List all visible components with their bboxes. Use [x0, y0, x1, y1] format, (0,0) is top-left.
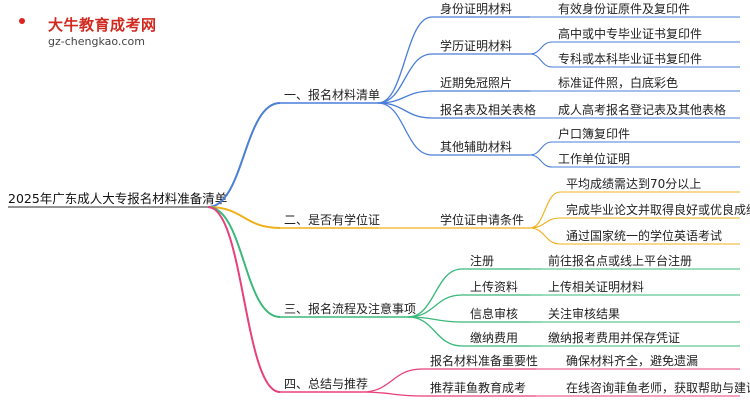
leaf-node: 缴纳报考费用并保存凭证	[548, 330, 680, 345]
child-connector	[361, 391, 423, 397]
child-connector	[377, 53, 433, 104]
leaf-node: 有效身份证原件及复印件	[558, 1, 690, 16]
logo-url: gz-chengkao.com	[48, 35, 145, 48]
child-node: 上传资料	[470, 279, 518, 294]
child-node: 报名材料准备重要性	[430, 353, 538, 368]
child-connector	[377, 16, 433, 104]
child-node: 报名表及相关表格	[440, 102, 536, 117]
branch-connector	[207, 206, 281, 318]
logo-mark-icon	[16, 12, 46, 48]
leaf-node: 平均成绩需达到70分以上	[566, 177, 701, 191]
leaf-connector	[529, 191, 561, 229]
leaf-node: 完成毕业论文并取得良好或优良成绩	[566, 202, 750, 217]
leaf-node: 上传相关证明材料	[548, 279, 644, 294]
leaf-node: 工作单位证明	[558, 151, 630, 166]
leaf-node: 关注审核结果	[548, 306, 620, 321]
child-connector	[377, 102, 433, 119]
leaf-node: 通过国家统一的学位英语考试	[566, 228, 722, 243]
root-node: 2025年广东成人大专报名材料准备清单	[8, 191, 227, 206]
leaf-node: 户口簿复印件	[558, 126, 630, 141]
child-connector	[377, 102, 433, 156]
leaf-connector	[529, 217, 561, 229]
child-node: 学历证明材料	[440, 38, 512, 53]
leaf-node: 专科或本科毕业证书复印件	[558, 51, 702, 66]
leaf-node: 标准证件照，白底彩色	[558, 75, 678, 90]
child-node: 身份证明材料	[440, 1, 512, 16]
leaf-node: 前往报名点或线上平台注册	[548, 253, 692, 268]
child-connector	[361, 368, 423, 393]
site-logo[interactable]: 大牛教育成考网 gz-chengkao.com	[10, 8, 180, 54]
child-node: 推荐菲鱼教育成考	[430, 380, 526, 395]
child-node: 其他辅助材料	[440, 140, 512, 154]
branch-label: 二、是否有学位证	[284, 212, 380, 227]
leaf-connector	[529, 53, 553, 68]
child-connector	[377, 90, 433, 104]
branch-label: 三、报名流程及注意事项	[284, 301, 416, 316]
child-node: 学位证申请条件	[440, 212, 524, 227]
leaf-connector	[529, 227, 561, 245]
leaf-node: 高中或中专毕业证书复印件	[558, 26, 702, 41]
leaf-connector	[529, 41, 553, 55]
child-node: 近期免冠照片	[440, 75, 512, 90]
leaf-node: 确保材料齐全，避免遗漏	[566, 353, 698, 368]
leaf-connector	[529, 141, 553, 156]
child-connector	[407, 316, 463, 347]
branch-connector	[207, 206, 281, 229]
child-node: 注册	[470, 253, 494, 268]
branch-2: 二、是否有学位证 学位证申请条件 平均成绩需达到70分以上完成毕业论文并取得良好或优…	[207, 177, 750, 245]
branch-label: 一、报名材料清单	[284, 87, 380, 102]
child-connector	[407, 294, 463, 318]
leaf-connector	[529, 154, 553, 168]
leaf-node: 成人高考报名登记表及其他表格	[558, 102, 726, 117]
child-connector	[407, 268, 463, 318]
leaf-node: 在线咨询菲鱼老师，获取帮助与建议	[566, 380, 750, 395]
branch-label: 四、总结与推荐	[284, 377, 368, 391]
child-node: 缴纳费用	[470, 330, 518, 345]
branch-connector	[207, 206, 281, 393]
logo-name: 大牛教育成考网	[48, 16, 157, 34]
child-node: 信息审核	[470, 306, 518, 321]
branch-connector	[207, 102, 281, 208]
